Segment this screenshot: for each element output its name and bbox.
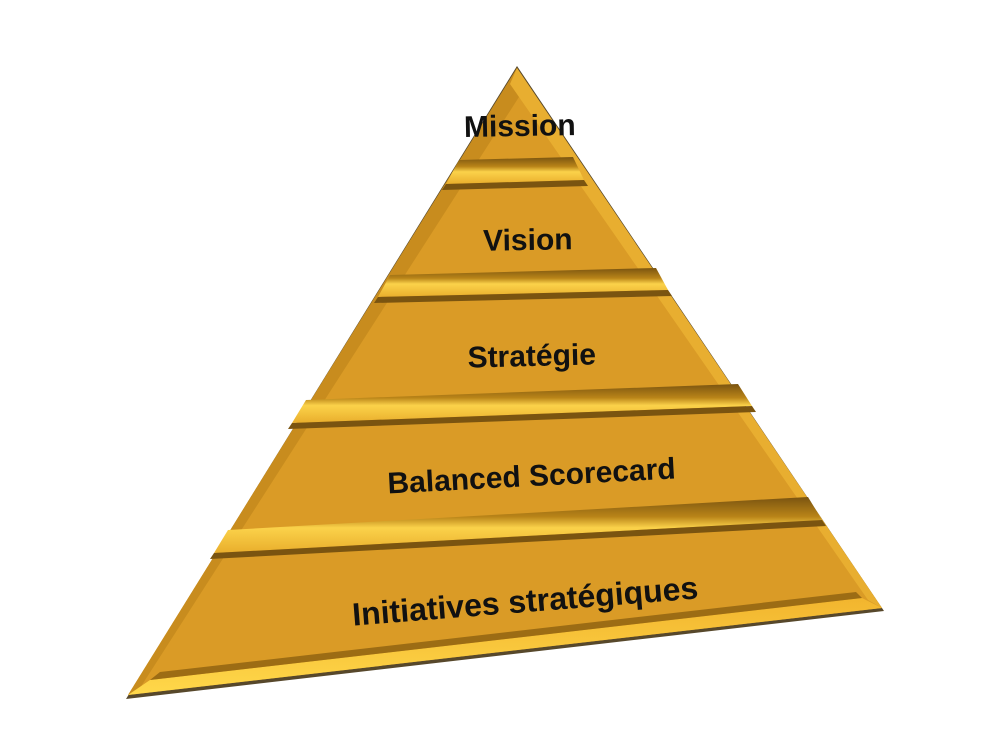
separator-3 <box>288 384 756 429</box>
pyramid-bottom-bevel <box>128 598 882 695</box>
pyramid-right-bevel <box>510 68 882 608</box>
separator-4 <box>210 497 826 559</box>
level-label-vision: Vision <box>483 223 573 258</box>
level-label-strategie: Stratégie <box>467 338 596 374</box>
level-label-mission: Mission <box>464 109 576 144</box>
pyramid-bottom-groove <box>150 592 862 680</box>
separator-2 <box>374 268 672 303</box>
separator-1 <box>442 157 588 190</box>
